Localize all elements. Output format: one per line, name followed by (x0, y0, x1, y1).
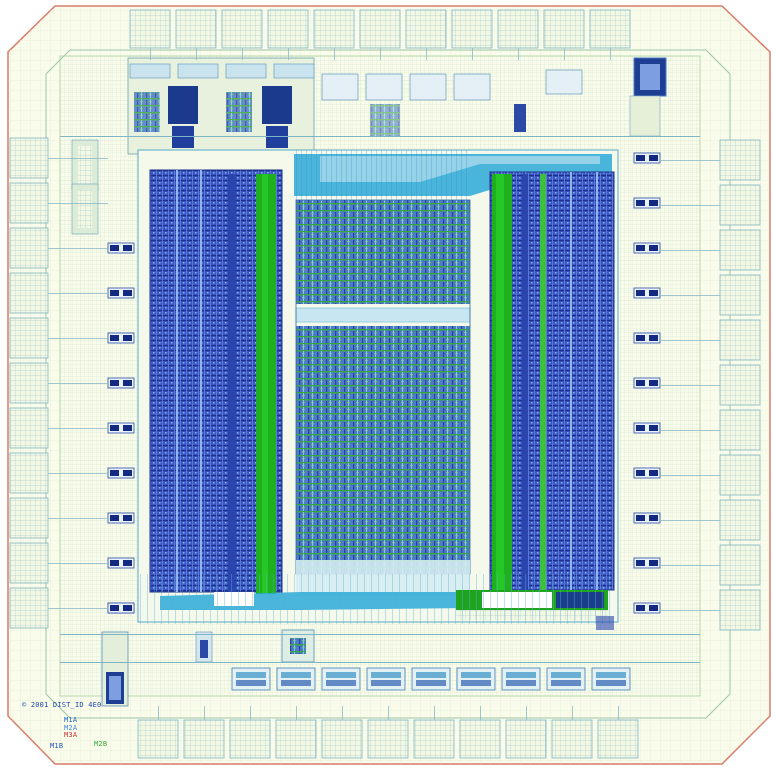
bond-pad (719, 499, 761, 541)
bond-pad (719, 409, 761, 451)
bus-lines (140, 150, 610, 624)
driver-cell (633, 377, 661, 389)
bond-pad (367, 719, 409, 759)
bond-pad (719, 229, 761, 271)
bond-pad (9, 137, 49, 179)
driver-cell (633, 602, 661, 614)
bond-pad (9, 272, 49, 314)
bond-pad (719, 364, 761, 406)
driver-cell (546, 667, 586, 691)
center-logic-block (295, 199, 471, 596)
driver-cell (591, 667, 631, 691)
bond-pad (597, 719, 639, 759)
driver-cell (366, 667, 406, 691)
driver-cell (411, 667, 451, 691)
bond-pad (543, 9, 585, 49)
left-periphery (71, 139, 99, 235)
bond-pad (175, 9, 217, 49)
bond-pad (9, 452, 49, 494)
bond-pad (719, 319, 761, 361)
bond-pad (9, 407, 49, 449)
bond-pad (321, 719, 363, 759)
bond-pad (719, 544, 761, 586)
driver-cell (276, 667, 316, 691)
driver-cell (633, 422, 661, 434)
bond-pad (9, 587, 49, 629)
bond-pad (9, 317, 49, 359)
bond-pad (719, 274, 761, 316)
bond-pad (505, 719, 547, 759)
driver-cell (633, 287, 661, 299)
bond-pad (9, 542, 49, 584)
layer-mark-m1b: M1B (50, 742, 64, 750)
bond-pad (137, 719, 179, 759)
layer-mark-m1a: M1A (64, 716, 78, 724)
bottom-periphery (101, 616, 614, 707)
bond-pad (719, 139, 761, 181)
bond-pad (129, 9, 171, 49)
bond-pad (405, 9, 447, 49)
driver-cell (231, 667, 271, 691)
driver-cell (501, 667, 541, 691)
bond-pad (275, 719, 317, 759)
layer-mark-m2b: M2B (94, 740, 108, 748)
driver-cell (633, 197, 661, 209)
pad-column-right (719, 139, 761, 631)
driver-cell (633, 512, 661, 524)
driver-cell (633, 152, 661, 164)
left-memory-array (149, 169, 283, 594)
layer-mark-m3a: M3A (64, 731, 78, 739)
bond-pad (719, 454, 761, 496)
pad-row-bottom (137, 719, 639, 759)
pad-routing (48, 48, 720, 720)
driver-cell (633, 332, 661, 344)
bond-pad (551, 719, 593, 759)
bond-pad (313, 9, 355, 49)
right-memory-array (489, 171, 615, 591)
bond-pad (9, 362, 49, 404)
right-driver-cells (633, 152, 661, 614)
top-periphery (127, 57, 667, 155)
bond-pad (359, 9, 401, 49)
bond-pad (183, 719, 225, 759)
bond-pad (497, 9, 539, 49)
driver-cell (633, 467, 661, 479)
driver-cell (633, 557, 661, 569)
pad-row-top (129, 9, 631, 49)
driver-cell (321, 667, 361, 691)
bond-pad (719, 589, 761, 631)
bond-pad (589, 9, 631, 49)
bond-pad (413, 719, 455, 759)
bottom-driver-cells (231, 667, 631, 691)
layer-mark-m2a: M2A (64, 724, 78, 732)
driver-cell (633, 242, 661, 254)
bond-pad (719, 184, 761, 226)
bond-pad (9, 227, 49, 269)
bond-pad (229, 719, 271, 759)
driver-cell (456, 667, 496, 691)
bond-pad (459, 719, 501, 759)
bond-pad (267, 9, 309, 49)
bond-pad (9, 497, 49, 539)
copyright-text: © 2001 DIST_ID 4E0 (22, 701, 102, 709)
bond-pad (221, 9, 263, 49)
bond-pad (9, 182, 49, 224)
left-driver-cells (107, 242, 135, 614)
pad-column-left (9, 137, 49, 629)
bond-pad (451, 9, 493, 49)
